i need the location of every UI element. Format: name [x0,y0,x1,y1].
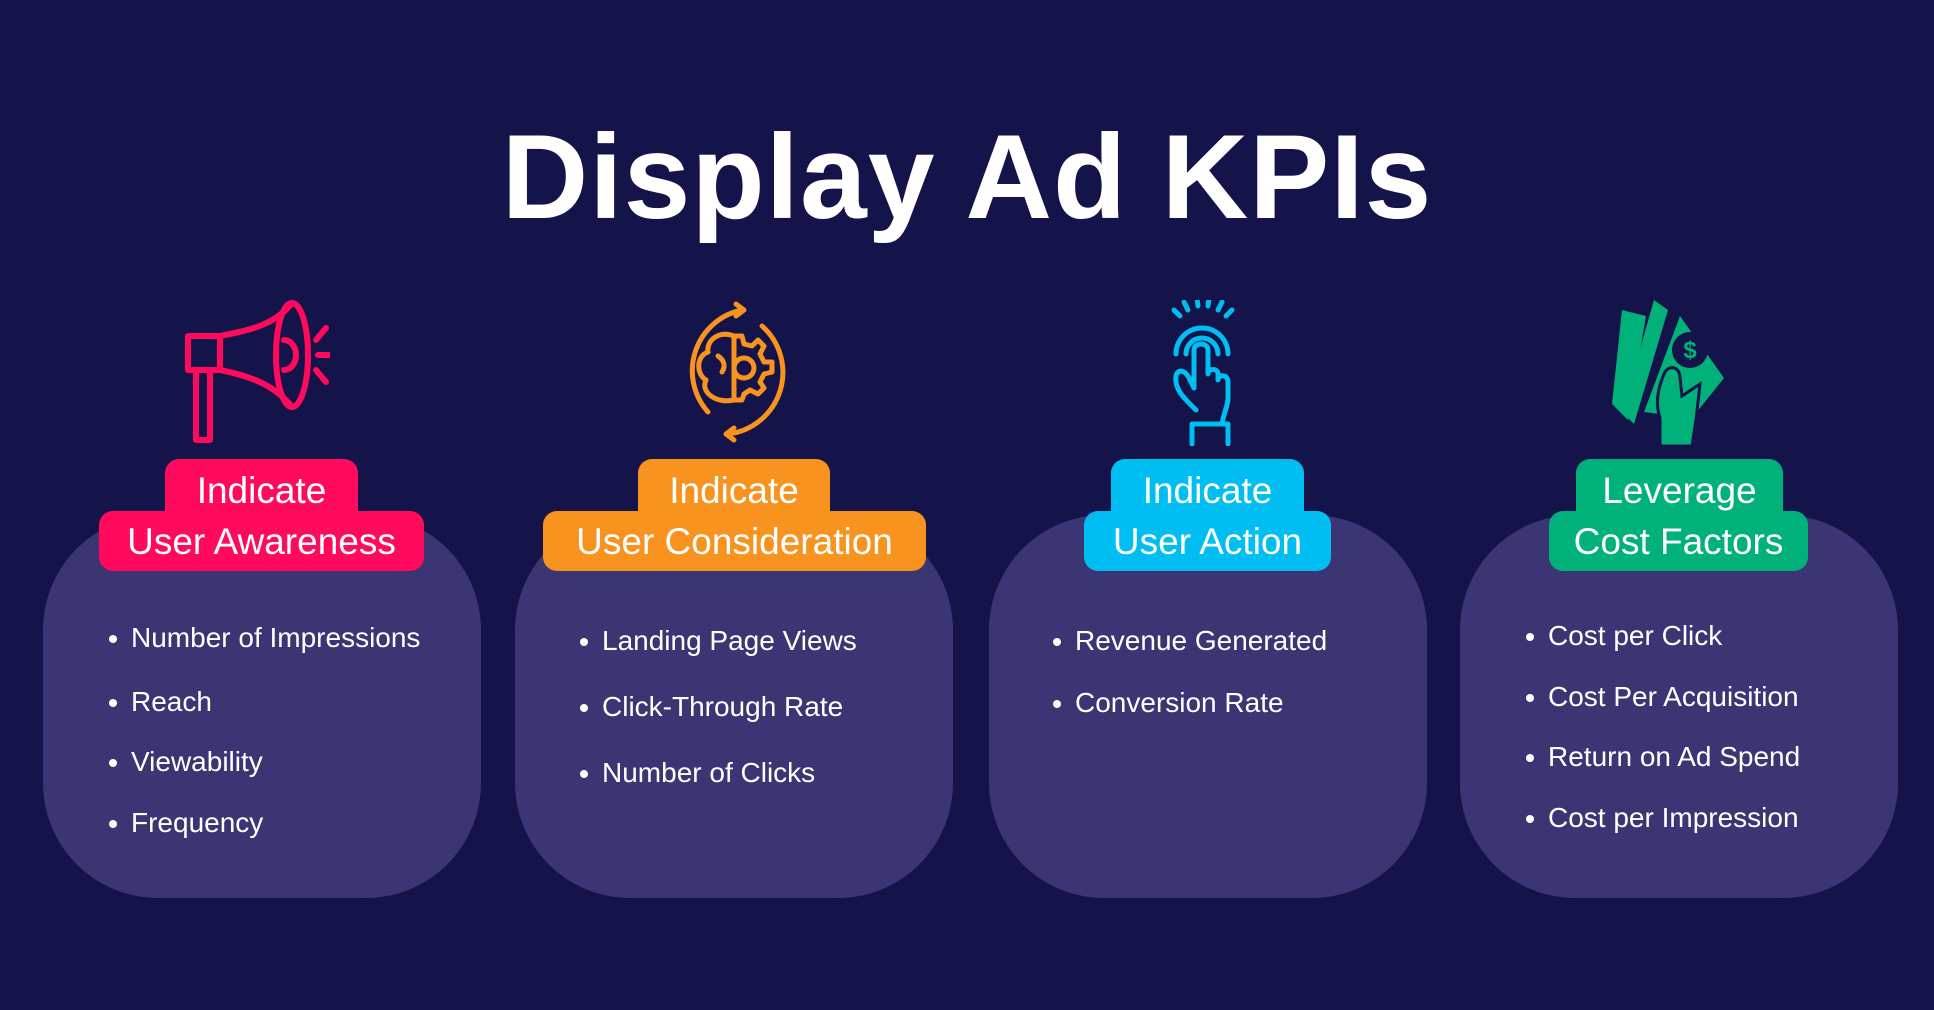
hand-tap-icon [1171,300,1235,446]
list-item: Revenue Generated [1052,625,1328,656]
label-line2: Cost Factors [1549,511,1808,571]
label-line2: User Consideration [543,511,926,571]
megaphone-icon [185,300,330,443]
card-cost-factors [1460,515,1898,898]
card-user-awareness [43,515,481,898]
label-line1: Indicate [638,459,830,521]
list-item: Cost per Impression [1526,802,1799,833]
list-item: Click-Through Rate [579,691,844,722]
list-item: Frequency [108,807,264,838]
list-item: Conversion Rate [1053,687,1284,718]
list-item: Cost per Click [1525,620,1723,651]
list-item: Cost Per Acquisition [1526,681,1799,712]
label-line1: Indicate [1111,459,1304,521]
label-line2: User Awareness [99,511,424,571]
card-user-consideration [515,515,953,898]
card-user-action [989,515,1427,898]
label-line1: Indicate [165,459,358,521]
page-title: Display Ad KPIs [501,110,1433,244]
list-item: Number of Clicks [579,757,816,788]
list-item: Reach [109,686,212,717]
label-line1: Leverage [1576,459,1783,521]
list-item: Number of Impressions [108,622,421,653]
list-item: Viewability [109,746,263,777]
list-item: Landing Page Views [580,625,857,656]
svg-text:$: $ [1683,337,1697,364]
list-item: Return on Ad Spend [1525,741,1801,772]
brain-gear-cycle-icon [689,301,786,443]
money-hand-icon: $ [1612,300,1724,446]
label-line2: User Action [1084,511,1331,571]
